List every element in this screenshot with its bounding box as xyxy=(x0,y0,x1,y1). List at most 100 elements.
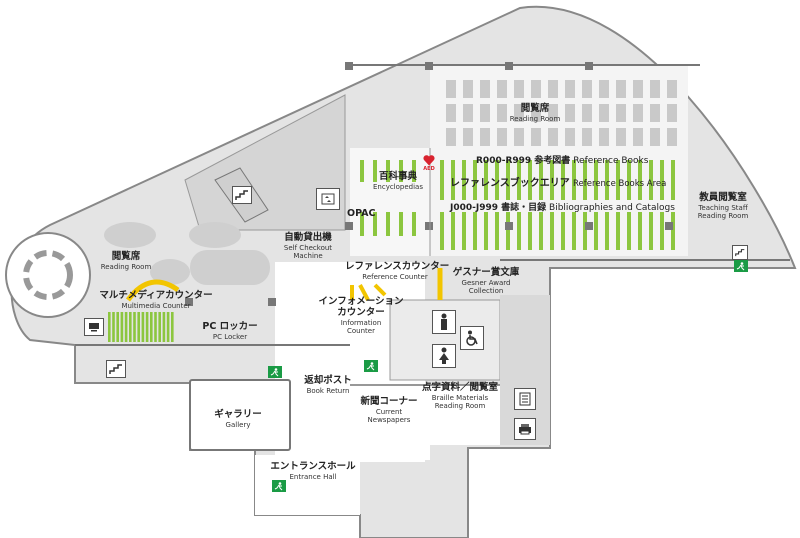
gallery-en: Gallery xyxy=(225,420,251,429)
female-restroom-icon xyxy=(432,344,456,368)
book-shelf xyxy=(440,160,444,200)
reading-desk xyxy=(497,80,507,98)
emergency-exit-icon xyxy=(272,480,286,492)
reading-desk xyxy=(667,104,677,122)
book-shelf xyxy=(583,212,587,250)
book-shelf xyxy=(506,160,510,200)
book-shelf xyxy=(528,212,532,250)
multimedia-shelf xyxy=(171,312,174,342)
book-shelf xyxy=(594,160,598,200)
self-checkout-en2: Machine xyxy=(293,251,323,260)
ref-area-jp: レファレンスブックエリア xyxy=(450,178,570,189)
emergency-exit-icon xyxy=(268,366,282,378)
encyclopedia-shelf xyxy=(412,212,416,236)
book-shelf xyxy=(495,212,499,250)
self-checkout-label: 自動貸出機 Self Checkout Machine xyxy=(276,232,340,260)
book-shelf xyxy=(616,160,620,200)
ref-area-en: Reference Books Area xyxy=(573,179,667,189)
braille-en1: Braille Materials xyxy=(431,393,489,402)
encyclopedias-jp: 百科事典 xyxy=(378,171,417,182)
book-shelf xyxy=(594,212,598,250)
multimedia-en: Multimedia Counter xyxy=(121,301,191,310)
book-shelf xyxy=(638,160,642,200)
book-shelf xyxy=(660,160,664,200)
encyclopedia-shelf xyxy=(360,160,364,182)
information-jp1: インフォメーション xyxy=(318,296,404,307)
reading-desk xyxy=(463,104,473,122)
encyclopedia-shelf xyxy=(412,160,416,182)
multimedia-shelf xyxy=(145,312,149,342)
reading-desk xyxy=(616,128,626,146)
multimedia-shelf xyxy=(141,312,145,342)
reference-counter-en: Reference Counter xyxy=(362,272,428,281)
multimedia-jp: マルチメディアカウンター xyxy=(99,290,213,301)
book-shelf xyxy=(561,212,565,250)
reading-desk xyxy=(616,104,626,122)
reading-desk xyxy=(531,80,541,98)
encyclopedia-shelf xyxy=(373,212,377,236)
newspapers-jp: 新聞コーナー xyxy=(360,396,418,407)
biblio-en: Bibliographies and Catalogs xyxy=(549,203,675,213)
book-shelf xyxy=(462,212,466,250)
multimedia-shelf xyxy=(112,312,115,342)
reading-desk xyxy=(531,104,541,122)
reading-desk xyxy=(446,104,456,122)
reading-room-top-label: 閲覧席 Reading Room xyxy=(490,103,580,123)
reading-room-desks xyxy=(446,80,677,146)
gallery-label: ギャラリー Gallery xyxy=(208,409,268,429)
reading-desk xyxy=(582,104,592,122)
reading-desk xyxy=(565,80,575,98)
reference-counter-label: レファレンスカウンター Reference Counter xyxy=(345,261,449,281)
book-shelf xyxy=(605,212,609,250)
book-shelf xyxy=(517,212,521,250)
reading-desk xyxy=(480,80,490,98)
reading-desk xyxy=(446,80,456,98)
book-shelf xyxy=(506,212,510,250)
gallery-floor xyxy=(189,379,291,451)
gesner-jp: ゲスナー賞文庫 xyxy=(452,267,520,278)
reading-desk xyxy=(565,104,575,122)
reading-desk xyxy=(480,128,490,146)
gesner-label: ゲスナー賞文庫 Gesner Award Collection xyxy=(450,267,522,295)
encyclopedias-label: 百科事典 Encyclopedias xyxy=(360,171,436,191)
braille-label: 点字資料／閲覧室 Braille Materials Reading Room xyxy=(420,382,500,410)
book-shelf xyxy=(660,212,664,250)
pc-locker-jp: PC ロッカー xyxy=(202,321,258,332)
book-shelf xyxy=(550,212,554,250)
emergency-exit-icon xyxy=(734,260,748,272)
book-shelf xyxy=(572,212,576,250)
reading-desk xyxy=(582,80,592,98)
book-shelf xyxy=(627,160,631,200)
multimedia-label: マルチメディアカウンター Multimedia Counter xyxy=(86,290,226,310)
multimedia-shelf xyxy=(129,312,132,342)
reading-desk xyxy=(616,80,626,98)
biblio-jp: J000-J999 書誌・目録 xyxy=(450,203,547,213)
elevator-icon xyxy=(316,188,340,210)
printer-icon xyxy=(514,418,536,440)
stairs-icon xyxy=(732,245,748,260)
book-shelf xyxy=(671,160,675,200)
multimedia-shelf xyxy=(108,312,111,342)
reading-desk xyxy=(548,104,558,122)
teaching-staff-en2: Reading Room xyxy=(697,211,749,220)
multimedia-shelf xyxy=(162,312,166,342)
encyclopedia-shelf xyxy=(373,160,377,182)
biblio-label: J000-J999 書誌・目録 Bibliographies and Catal… xyxy=(450,200,675,213)
book-shelf xyxy=(616,212,620,250)
book-shelf xyxy=(451,212,455,250)
reading-room-left-label: 閲覧席 Reading Room xyxy=(95,251,157,271)
book-shelf xyxy=(440,212,444,250)
newspapers-en1: Current xyxy=(375,407,403,416)
multimedia-shelf xyxy=(166,312,170,342)
opac-label: OPAC xyxy=(347,208,376,219)
reading-desk xyxy=(514,128,524,146)
book-shelf xyxy=(517,160,521,200)
reference-shelves xyxy=(360,160,675,250)
self-checkout-en1: Self Checkout xyxy=(283,243,333,252)
book-shelf xyxy=(649,212,653,250)
teaching-staff-label: 教員閲覧室 Teaching Staff Reading Room xyxy=(688,192,758,220)
gesner-en1: Gesner Award xyxy=(461,278,511,287)
book-shelf xyxy=(473,160,477,200)
document-icon xyxy=(514,388,536,410)
